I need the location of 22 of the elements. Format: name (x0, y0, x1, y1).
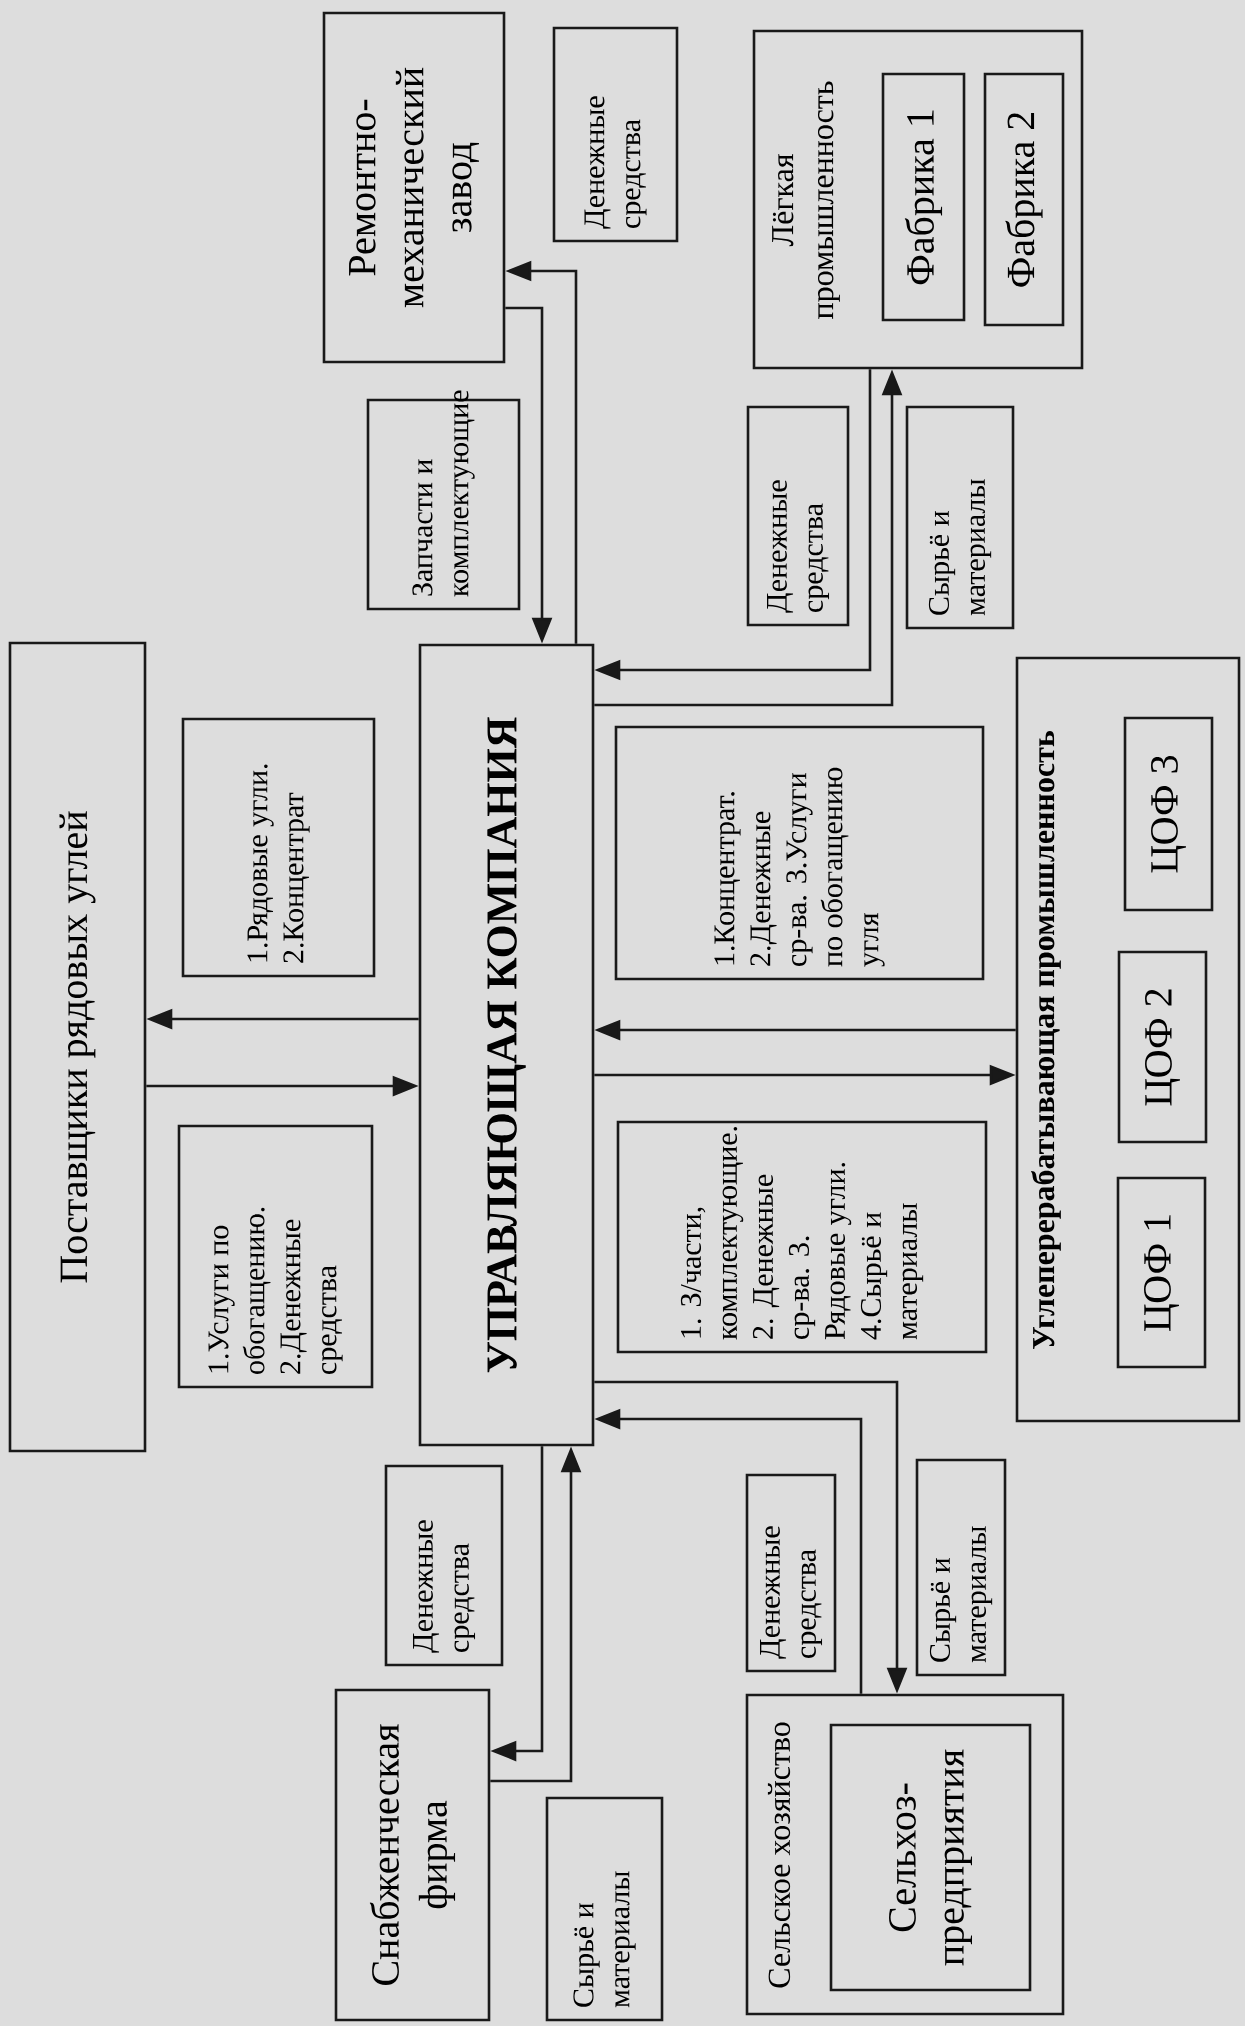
unit-box: Фабрика 2 (983, 72, 1065, 327)
flow-label-box: Денежные средства (552, 26, 679, 243)
flow-label-box: Сырьё и материалы (915, 1458, 1007, 1677)
company-box: УПРАВЛЯЮЩАЯ КОМПАНИЯ (418, 643, 595, 1447)
entity-box: Поставщики рядовых углей (8, 641, 147, 1453)
flow-label-box: Денежные средства (384, 1464, 504, 1667)
flow-label-box: Сырьё и материалы (545, 1796, 664, 2022)
unit-box: Сельхоз-предприятия (829, 1723, 1032, 1992)
entity-box: Ремонтно-механический завод (322, 11, 506, 364)
flow-label-box: 1. З/части, комплектующие. 2. Денежные ср-ва. 3. Рядовые угли. 4.Сырьё и материалы (616, 1120, 988, 1354)
flow-label-box: 1.Концентрат. 2.Денежные ср-ва. 3.Услуги по обогащению угля (614, 725, 985, 981)
flow-label-box: Сырьё и материалы (905, 405, 1015, 630)
flow-label-box: 1.Рядовые угли. 2.Концентрат (181, 717, 376, 978)
entity-box: Снабженческая фирма (334, 1688, 491, 2022)
flow-label-box: Запчасти и комплектующие (366, 390, 521, 611)
unit-box: ЦОФ 1 (1116, 1176, 1207, 1369)
flow-label-box: 1.Услуги по обогащению. 2.Денежные средства (177, 1124, 374, 1389)
flow-label-box: Денежные средства (745, 1473, 837, 1673)
unit-box: ЦОФ 2 (1117, 950, 1208, 1144)
unit-box: ЦОФ 3 (1123, 716, 1214, 912)
unit-box: Фабрика 1 (881, 72, 966, 322)
flow-label-box: Денежные средства (746, 405, 850, 627)
